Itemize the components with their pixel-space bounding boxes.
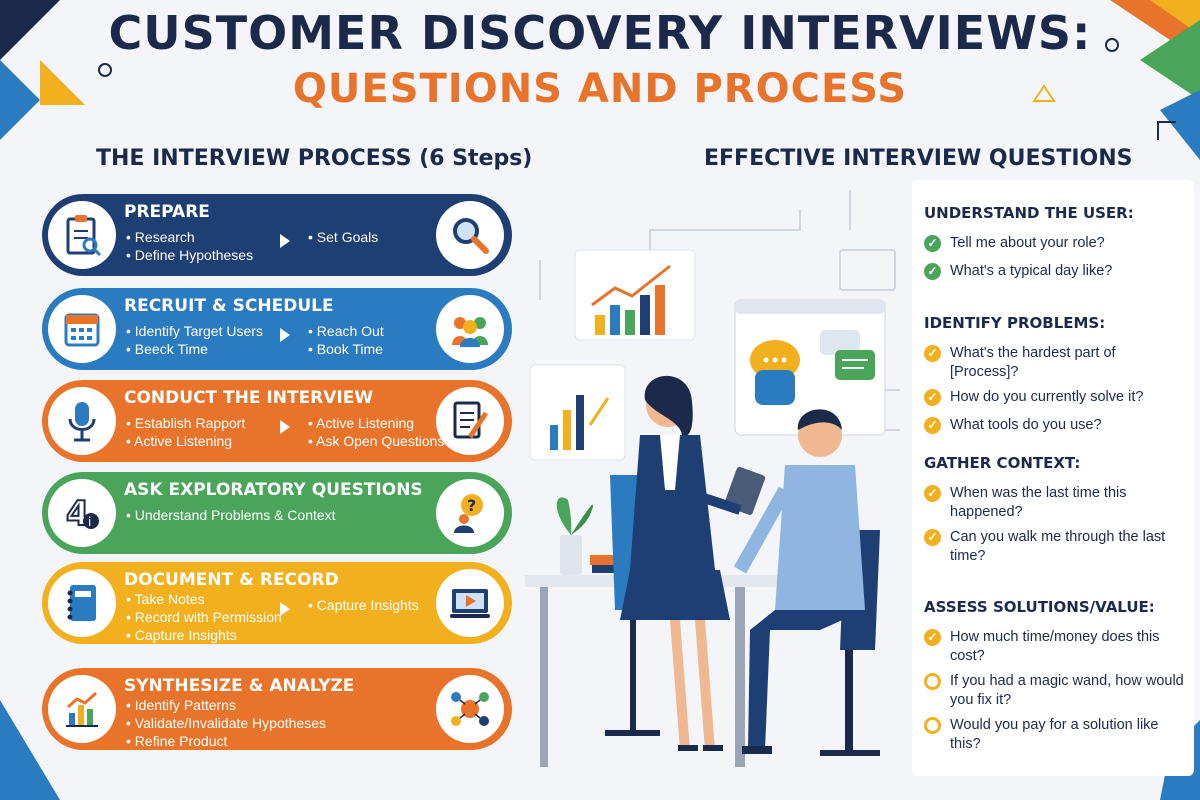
process-step: CONDUCT THE INTERVIEW • Establish Rapport… — [42, 380, 512, 462]
check-circle-icon: ✓ — [924, 389, 941, 406]
check-circle-icon: ✓ — [924, 485, 941, 502]
brain-network-icon — [436, 675, 504, 743]
chart-card-icon — [574, 249, 696, 341]
step-bullet: • Set Goals — [308, 229, 379, 245]
question-group-title: IDENTIFY PROBLEMS: — [924, 314, 1106, 332]
microphone-icon — [48, 387, 116, 455]
svg-text:?: ? — [467, 496, 476, 515]
step-bullet: • Capture Insights — [126, 627, 237, 643]
step-bullets-left: • Understand Problems & Context — [126, 506, 336, 524]
process-step: SYNTHESIZE & ANALYZE• Identify Patterns•… — [42, 668, 512, 750]
step-bullet: • Active Listening — [126, 433, 233, 449]
chat-window-icon — [734, 299, 886, 436]
step-bullet: • Beeck Time — [126, 341, 208, 357]
page-title: CUSTOMER DISCOVERY INTERVIEWS: — [108, 6, 1092, 60]
question-text: What's the hardest part of [Process]? — [950, 345, 1116, 380]
question-text: When was the last time this happened? — [950, 485, 1127, 520]
step-bullet: • Research — [126, 229, 195, 245]
step-bullets-right: • Capture Insights — [308, 596, 419, 614]
clipboard-checklist-icon — [48, 201, 116, 269]
step-title: PREPARE — [124, 202, 210, 222]
step-title: ASK EXPLORATORY QUESTIONS — [124, 480, 423, 500]
page-subtitle: QUESTIONS AND PROCESS — [292, 66, 908, 112]
question-text: What's a typical day like? — [950, 263, 1113, 279]
check-circle-icon: ✓ — [924, 417, 941, 434]
step-bullet: • Reach Out — [308, 323, 384, 339]
check-circle-icon: ✓ — [924, 629, 941, 646]
step-bullets-left: • Establish Rapport • Active Listening — [126, 414, 245, 450]
step-bullets-right: • Reach Out • Book Time — [308, 322, 384, 358]
process-step: RECRUIT & SCHEDULE • Identify Target User… — [42, 288, 512, 370]
step-bullet: • Validate/Invalidate Hypotheses — [126, 715, 326, 731]
step-bullet: • Book Time — [308, 341, 383, 357]
step-title: DOCUMENT & RECORD — [124, 570, 339, 590]
question-text: Would you pay for a solution like this? — [950, 717, 1159, 752]
step-bullet: • Ask Open Questions — [308, 433, 445, 449]
step-bullet: • Establish Rapport — [126, 415, 246, 431]
step-bullet: • Take Notes — [126, 591, 205, 607]
step-bullets-left: • Identify Target Users • Beeck Time — [126, 322, 263, 358]
step-bullet: • Record with Permission — [126, 609, 282, 625]
arrow-right-icon — [280, 328, 290, 342]
magnifier-icon — [436, 201, 504, 269]
bar-chart-icon — [48, 675, 116, 743]
people-group-icon — [436, 295, 504, 363]
step-bullet: • Identify Target Users — [126, 323, 263, 339]
interview-illustration — [525, 190, 900, 767]
question-group-title: GATHER CONTEXT: — [924, 454, 1081, 472]
question-text: What tools do you use? — [950, 417, 1102, 433]
check-circle-icon: ✓ — [924, 235, 941, 252]
check-circle-icon: ✓ — [924, 529, 941, 546]
step-bullets-left: • Identify Patterns • Validate/Invalidate… — [126, 696, 326, 750]
interviewer-figure — [620, 375, 766, 751]
circle-outline-icon — [924, 717, 941, 734]
arrow-right-icon — [280, 420, 290, 434]
question-text: Tell me about your role? — [950, 235, 1105, 251]
arrow-right-icon — [280, 234, 290, 248]
question-text: How do you currently solve it? — [950, 389, 1144, 405]
svg-text:4: 4 — [66, 494, 90, 534]
check-circle-icon: ✓ — [924, 345, 941, 362]
step-bullet: • Understand Problems & Context — [126, 507, 336, 523]
step-bullets-left: • Research • Define Hypotheses — [126, 228, 253, 264]
notebook-icon — [48, 569, 116, 637]
step-bullet: • Capture Insights — [308, 597, 419, 613]
check-circle-icon: ✓ — [924, 263, 941, 280]
step-title: RECRUIT & SCHEDULE — [124, 296, 334, 316]
questions-heading: EFFECTIVE INTERVIEW QUESTIONS — [704, 146, 1133, 171]
step-bullets-left: • Take Notes • Record with Permission • Ca… — [126, 590, 282, 644]
process-heading: THE INTERVIEW PROCESS (6 Steps) — [96, 146, 533, 171]
question-text: Can you walk me through the last time? — [950, 529, 1166, 564]
step-bullets-right: • Active Listening • Ask Open Questions — [308, 414, 444, 450]
step-bullets-right: • Set Goals — [308, 228, 378, 246]
step-bullet: • Active Listening — [308, 415, 415, 431]
step-bullet: • Refine Product — [126, 733, 228, 749]
question-group-title: ASSESS SOLUTIONS/VALUE: — [924, 598, 1155, 616]
step-bullet: • Define Hypotheses — [126, 247, 254, 263]
step-bullet: • Identify Patterns — [126, 697, 236, 713]
question-group-title: UNDERSTAND THE USER: — [924, 204, 1134, 222]
bar-chart-card-icon — [529, 364, 626, 461]
step-title: SYNTHESIZE & ANALYZE — [124, 676, 355, 696]
video-player-icon — [436, 569, 504, 637]
process-step: PREPARE • Research • Define Hypotheses • Se… — [42, 194, 512, 276]
calendar-icon — [48, 295, 116, 363]
questions-panel — [912, 180, 1194, 776]
interviewee-figure — [733, 409, 865, 754]
person-question-icon: ? — [436, 479, 504, 547]
question-text: How much time/money does this cost? — [950, 629, 1160, 664]
arrow-right-icon — [280, 602, 290, 616]
notepad-pen-icon — [436, 387, 504, 455]
svg-text:i: i — [88, 515, 91, 529]
step-title: CONDUCT THE INTERVIEW — [124, 388, 374, 408]
question-text: If you had a magic wand, how would you f… — [950, 673, 1184, 708]
circle-outline-icon — [924, 673, 941, 690]
process-step: DOCUMENT & RECORD• Take Notes • Record wi… — [42, 562, 512, 644]
